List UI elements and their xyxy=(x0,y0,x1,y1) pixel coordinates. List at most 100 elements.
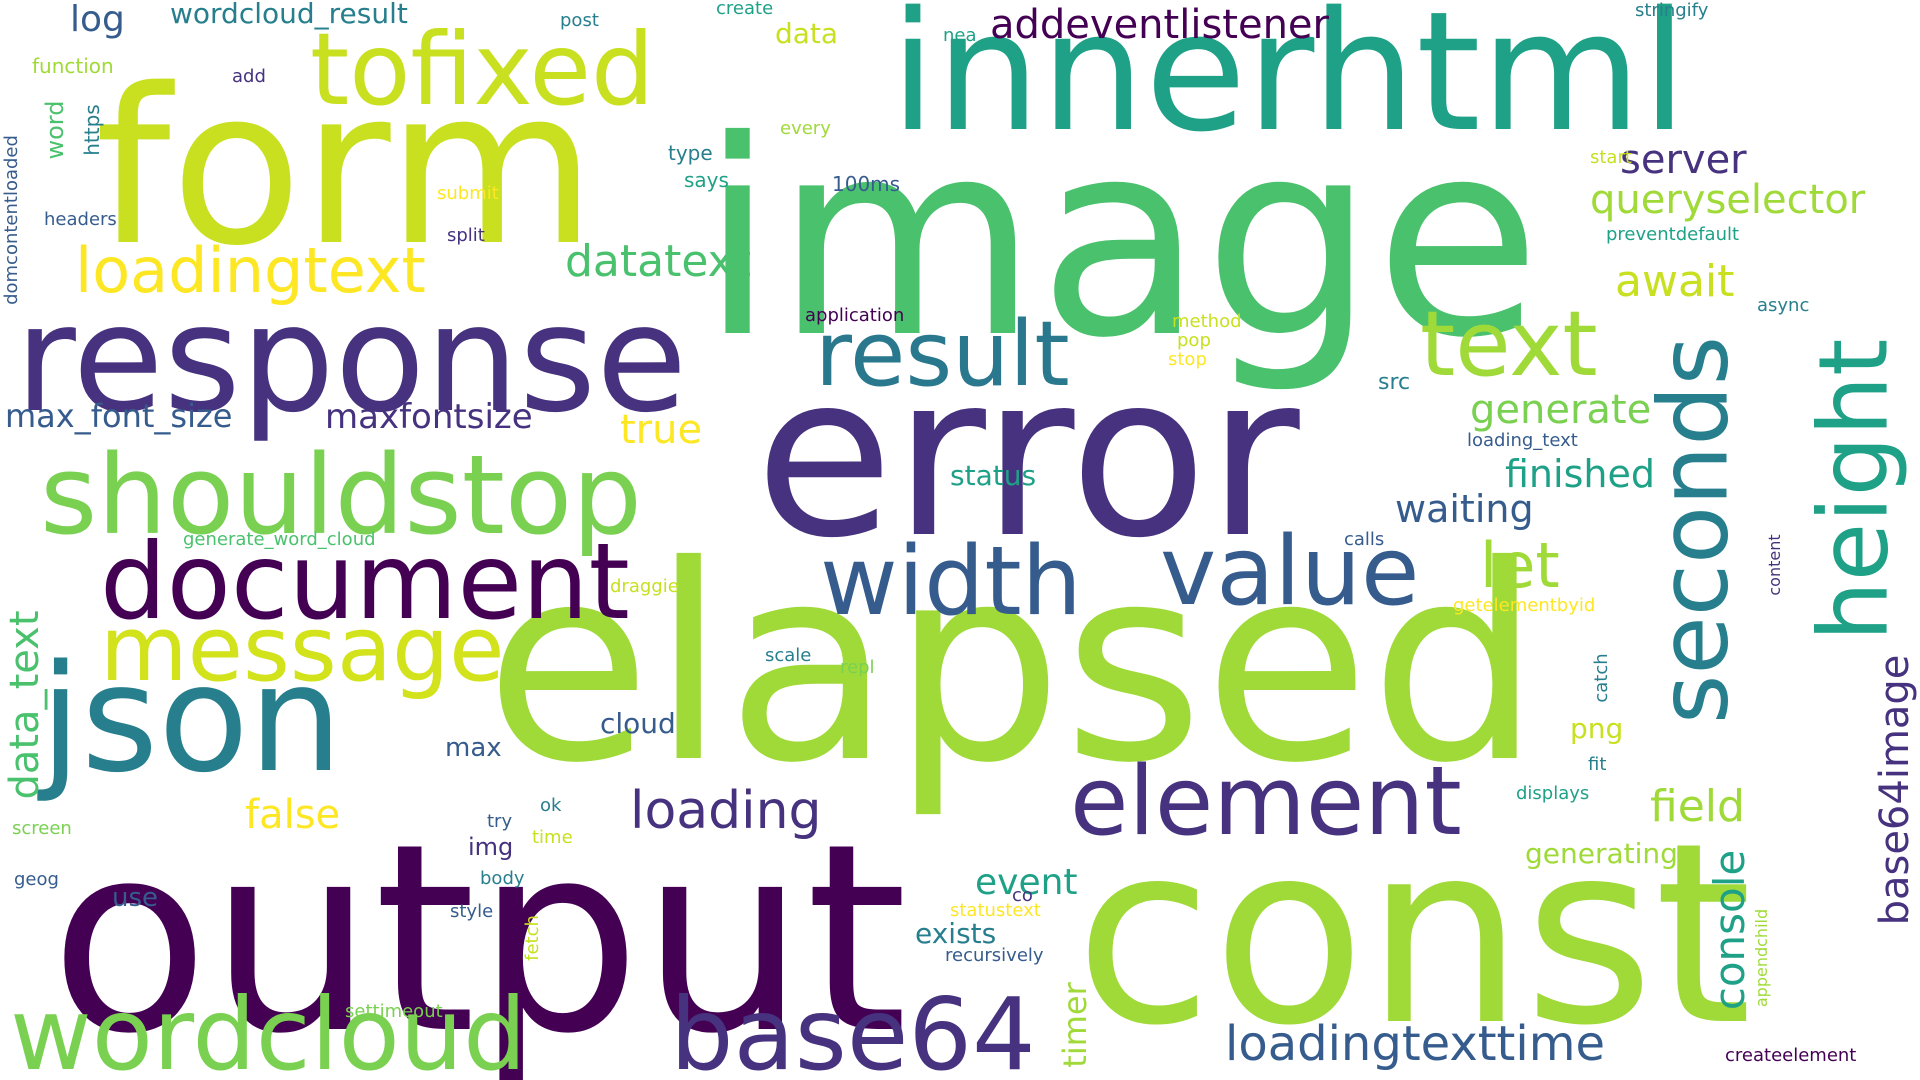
word: true xyxy=(620,407,703,453)
word: https xyxy=(80,104,104,156)
word: calls xyxy=(1344,529,1385,550)
word: exists xyxy=(915,917,997,950)
word: word xyxy=(41,100,69,160)
word: let xyxy=(1480,529,1560,602)
word: value xyxy=(1160,517,1420,627)
word: use xyxy=(112,883,159,913)
word: elapsed xyxy=(485,507,1542,822)
word: innerhtml xyxy=(890,0,1688,168)
word: generating xyxy=(1525,837,1678,870)
word: add xyxy=(232,66,266,87)
word: screen xyxy=(12,818,72,839)
word: time xyxy=(532,827,573,848)
word: addeventlistener xyxy=(990,2,1329,48)
word: recursively xyxy=(945,945,1044,966)
word: max xyxy=(445,733,502,763)
word: says xyxy=(684,168,729,192)
word: image xyxy=(700,82,1541,397)
word: start xyxy=(1590,147,1632,168)
word: fit xyxy=(1588,754,1607,775)
word: form xyxy=(95,42,597,293)
word: width xyxy=(820,527,1082,637)
word: application xyxy=(805,305,905,326)
word: png xyxy=(1570,712,1624,745)
word: tofixed xyxy=(310,11,655,128)
word: status xyxy=(950,459,1037,492)
word: message xyxy=(100,597,505,702)
word: loadingtexttime xyxy=(1225,1016,1605,1072)
word: try xyxy=(487,811,513,832)
word: post xyxy=(560,10,599,31)
word: stringify xyxy=(1635,0,1709,21)
word: response xyxy=(15,273,688,445)
word: timer xyxy=(1056,982,1094,1068)
word: style xyxy=(450,901,494,922)
word: base64 xyxy=(670,976,1036,1080)
word: false xyxy=(245,792,341,838)
word: server xyxy=(1620,137,1747,183)
word: geog xyxy=(14,869,59,890)
word: method xyxy=(1172,311,1242,332)
word: element xyxy=(1070,747,1462,857)
word: img xyxy=(468,833,514,861)
word: every xyxy=(780,118,831,139)
word: scale xyxy=(765,645,812,666)
word: createelement xyxy=(1725,1045,1857,1066)
word: preventdefault xyxy=(1606,224,1740,245)
word: loading xyxy=(630,781,822,841)
word: ok xyxy=(540,795,562,816)
word: draggie xyxy=(610,576,679,597)
word: wordcloud xyxy=(10,976,527,1080)
word: function xyxy=(32,54,114,78)
word: getelementbyid xyxy=(1453,595,1596,616)
word: seconds xyxy=(1639,335,1750,725)
word: body xyxy=(480,868,525,889)
word: pop xyxy=(1177,330,1211,351)
word: document xyxy=(100,521,630,643)
word: finished xyxy=(1505,452,1655,496)
word: headers xyxy=(44,209,117,230)
word: nea xyxy=(943,25,977,46)
word: await xyxy=(1615,256,1735,307)
word: text xyxy=(1420,292,1598,397)
word: data_text xyxy=(2,610,48,800)
word: log xyxy=(70,0,125,40)
word: max_font_size xyxy=(5,397,233,435)
word: loading_text xyxy=(1467,430,1578,451)
word: async xyxy=(1757,295,1810,316)
word: datatext xyxy=(565,236,751,287)
word: displays xyxy=(1516,783,1590,804)
word: console xyxy=(1705,849,1754,1011)
word: submit xyxy=(437,183,499,204)
word: maxfontsize xyxy=(325,397,533,437)
word: error xyxy=(755,326,1300,588)
word: co xyxy=(1012,885,1033,906)
word: const xyxy=(1075,789,1753,1080)
word: event xyxy=(975,862,1078,903)
word: fetch xyxy=(522,915,543,961)
word: data xyxy=(775,17,839,50)
word: appendchild xyxy=(1752,908,1771,1008)
word: stop xyxy=(1168,349,1207,370)
word: 100ms xyxy=(832,172,901,196)
word: json xyxy=(40,633,343,805)
word: create xyxy=(716,0,774,19)
word: catch xyxy=(1591,653,1612,703)
word: cloud xyxy=(600,707,676,740)
word: content xyxy=(1765,534,1784,596)
word: shouldstop xyxy=(40,431,642,559)
word: type xyxy=(668,141,713,165)
word: generate_word_cloud xyxy=(183,529,376,550)
word: generate xyxy=(1470,387,1652,433)
word: loadingtext xyxy=(75,234,426,307)
word: statustext xyxy=(950,900,1041,921)
word: wordcloud_result xyxy=(170,0,408,30)
word: waiting xyxy=(1395,487,1534,531)
word: src xyxy=(1378,370,1411,395)
word: result xyxy=(815,302,1070,407)
word: settimeout xyxy=(345,1001,443,1022)
word: field xyxy=(1650,781,1745,832)
word: output xyxy=(50,789,908,1080)
word: queryselector xyxy=(1590,177,1866,223)
